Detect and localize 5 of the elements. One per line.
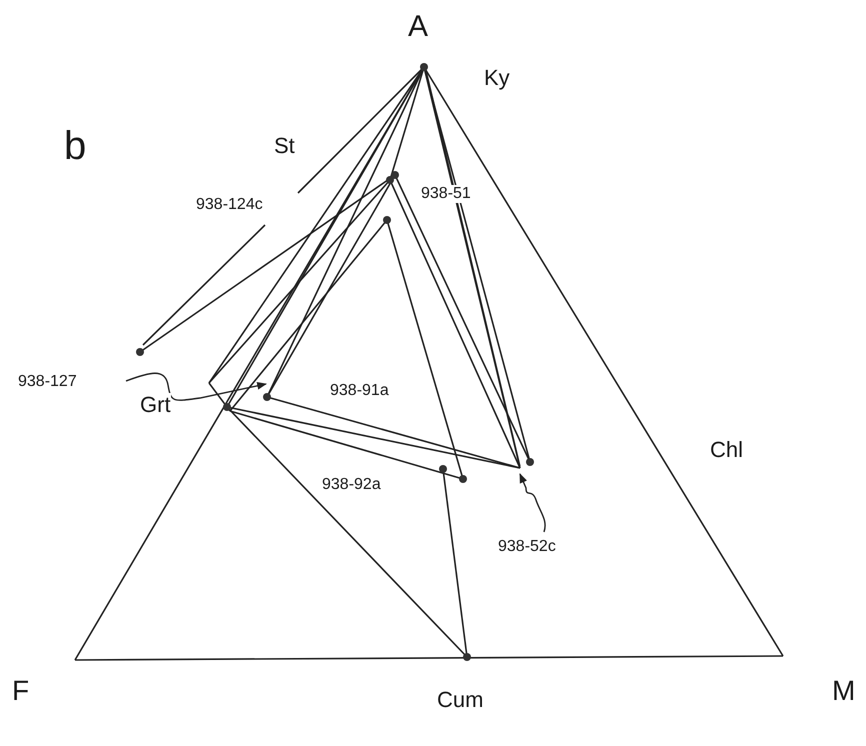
sample-label: 938-52c [498, 538, 556, 556]
leader-arrow [126, 372, 267, 401]
sample-label: 938-51 [421, 185, 471, 203]
leader-arrow [519, 473, 546, 532]
sample-label: 938-127 [18, 373, 77, 391]
